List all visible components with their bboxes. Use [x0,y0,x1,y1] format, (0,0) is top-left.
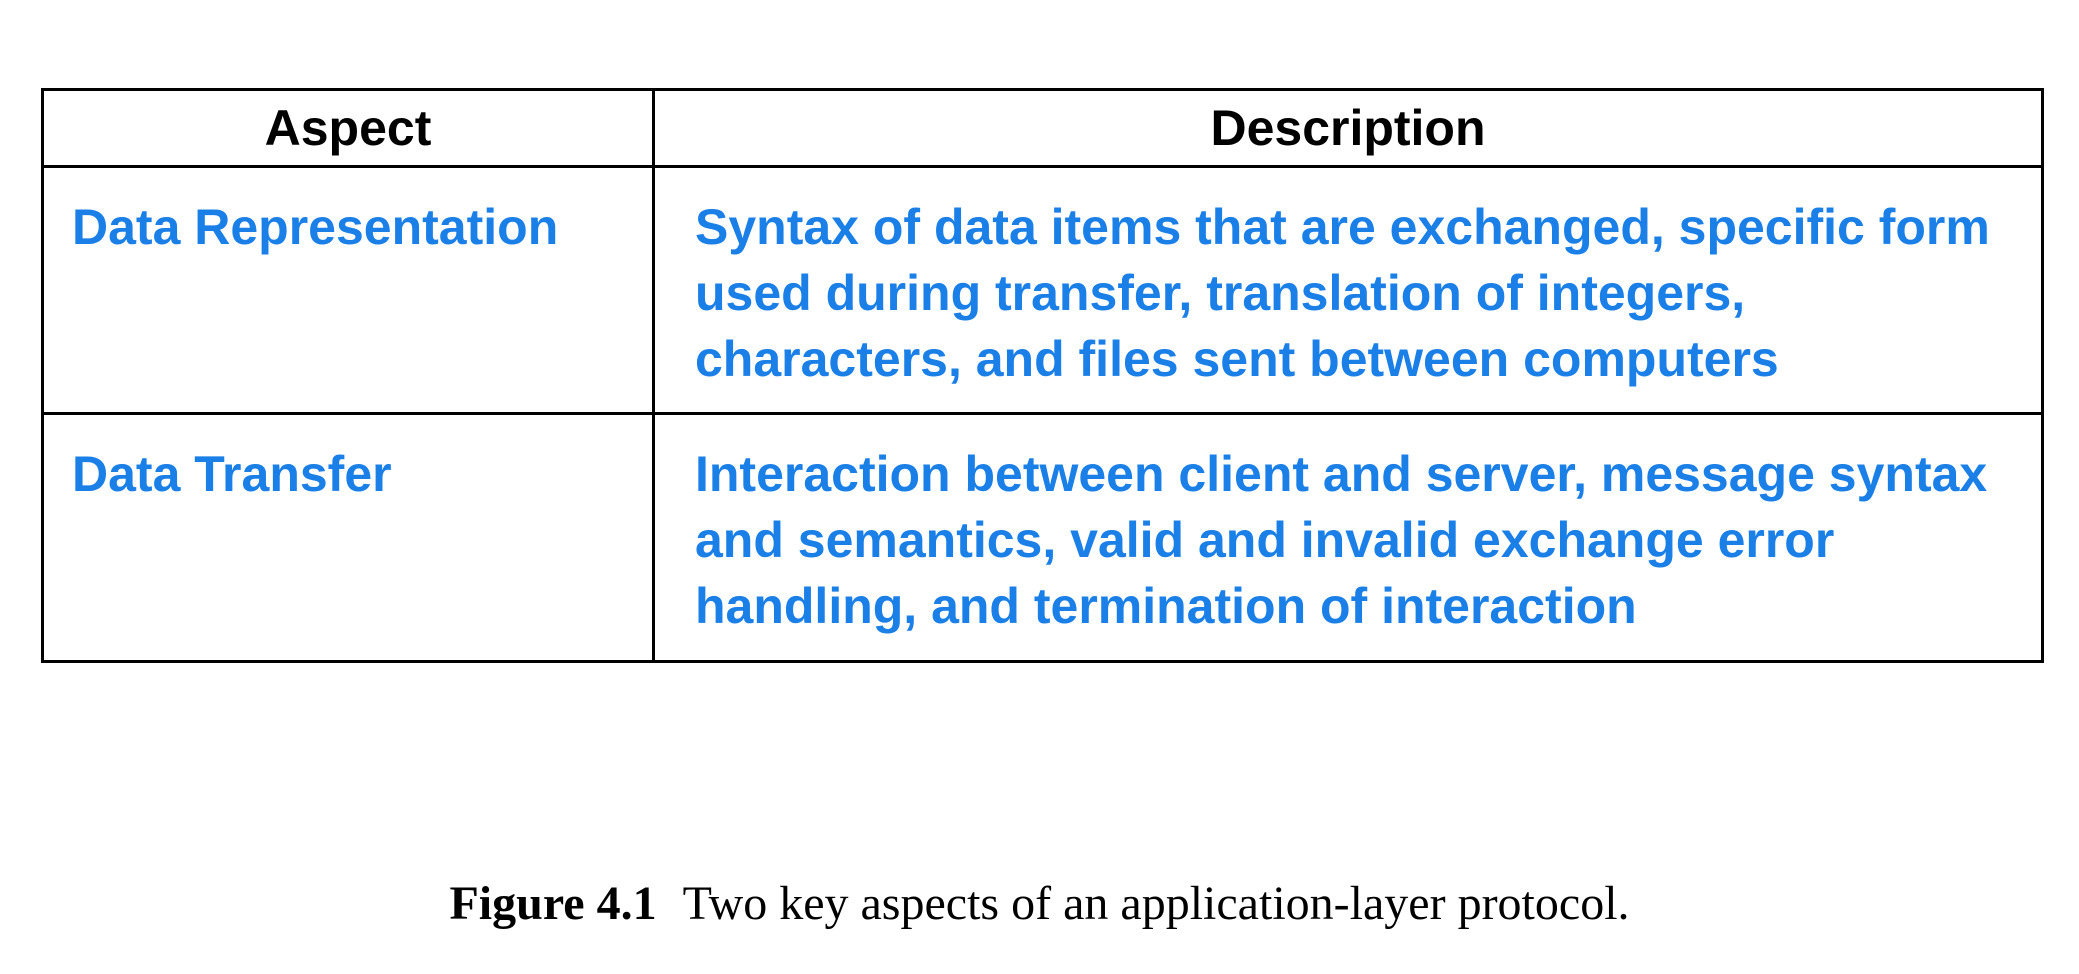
figure-caption: Figure 4.1 Two key aspects of an applicat… [0,876,2079,931]
table-row: Data Representation Syntax of data items… [41,165,2044,415]
aspect-data-representation: Data Representation [72,199,559,255]
aspects-table: Aspect Description Data Representation S… [41,88,2044,663]
table-row: Data Transfer Interaction between client… [41,412,2044,663]
header-description: Description [652,88,2044,168]
description-cell: Syntax of data items that are exchanged,… [652,165,2044,415]
description-data-representation: Syntax of data items that are exchanged,… [695,199,1990,387]
aspect-data-transfer: Data Transfer [72,446,392,502]
description-cell: Interaction between client and server, m… [652,412,2044,663]
description-data-transfer: Interaction between client and server, m… [695,446,1988,634]
aspect-cell: Data Transfer [41,412,655,663]
figure-caption-text: Two key aspects of an application-layer … [682,877,1630,930]
aspect-cell: Data Representation [41,165,655,415]
figure-number: Figure 4.1 [449,877,657,930]
header-aspect: Aspect [41,88,655,168]
table-header-row: Aspect Description [41,88,2044,168]
